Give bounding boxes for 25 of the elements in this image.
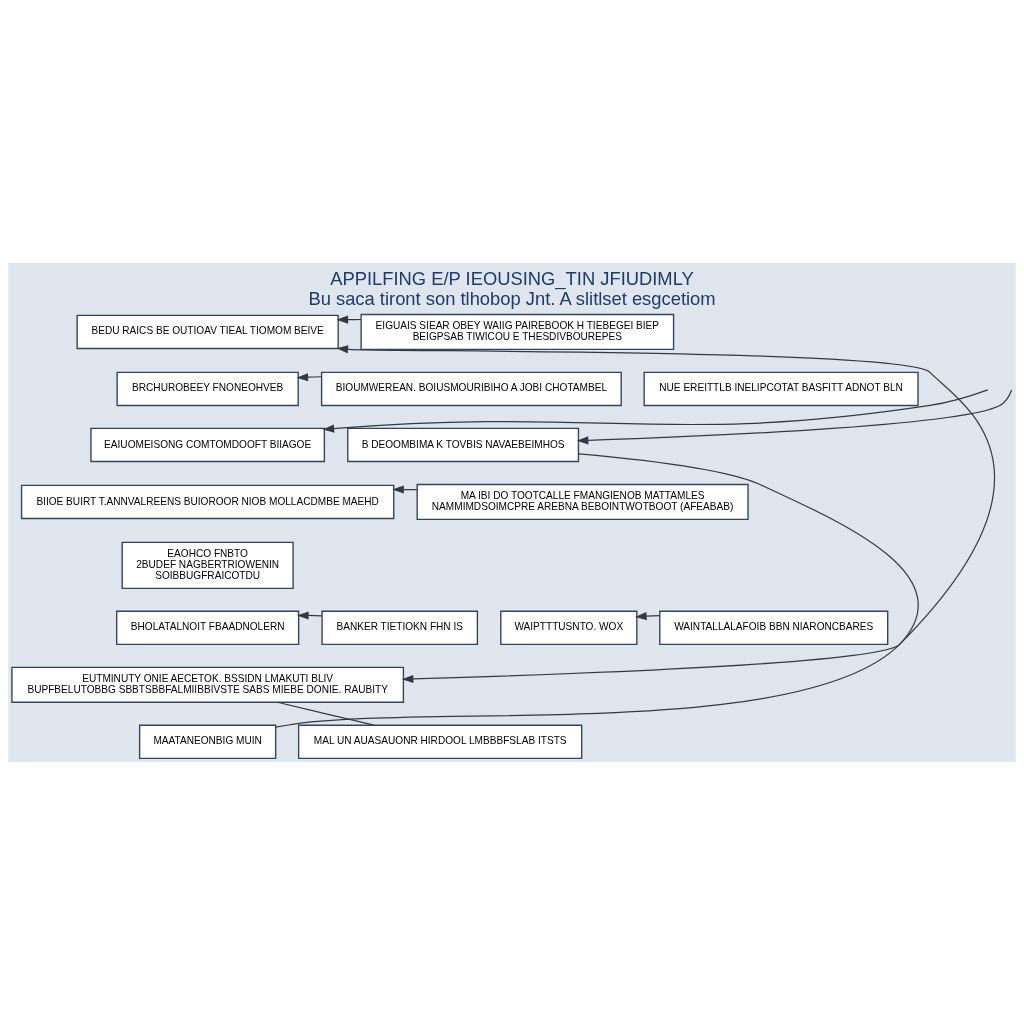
- node-box: BANKER TIETIOKN FHN IS: [321, 610, 479, 645]
- connector: [276, 701, 375, 726]
- diagram-title: APPILFING E/P IEOUSING_TIN JFIUDIMLY: [330, 267, 694, 289]
- arrow: [635, 611, 661, 620]
- node-box: EUTMINUTY ONIE AECETOK. BSSIDN LMAKUTI BLIV BUPFBELUTOBBG SBBTSBBFALMIIBBIVSTE SABS MIEBE DONIE. RAUBITY: [11, 666, 405, 703]
- arrow: [275, 344, 996, 728]
- node-box: WAIPTTTUSNTO. WOX: [500, 610, 638, 645]
- node-box: EAOHCO FNBTO 2BUDEF NAGBERTRIOWENIN SOIBBUGFRAICOTDU: [121, 541, 294, 589]
- node-box: WAINTALLALAFOIB BBN NIARONCBARES: [659, 610, 889, 645]
- arrow: [296, 372, 322, 381]
- node-box: EAIUOMEISONG COMTOMDOOFT BIIAGOE: [90, 427, 326, 462]
- node-box: BEDU RAICS BE OUTIOAV TIEAL TIOMOM BEIVE: [76, 314, 339, 349]
- node-box: B DEOOMBIMA K TOVBIS NAVAEBEIMHOS: [347, 427, 580, 462]
- node-box: EIGUAIS SIEAR OBEY WAIIG PAIREBOOK H TIEBEGEI BIEP BEIGPSAB TIWICOU E THESDIVBOUREPES: [360, 313, 675, 350]
- arrow: [576, 388, 1013, 444]
- caption: Bu saca tiront son tlhobop Jnt. A slitlset esgcetiom: [308, 287, 716, 309]
- arrow: [322, 388, 989, 433]
- node-box: MAATANEONBIG MUIN: [138, 724, 277, 759]
- node-box: MA IBI DO TOOTCALLE FMANGIENOB MATTAMLES NAMMIMDSOIMCPRE AREBNA BEBOINTWOTBOOT (AFEABAB): [416, 483, 749, 520]
- node-box: BIIOE BUIRT T.ANNVALREENS BUIOROOR NIOB MOLLACDMBE MAEHD: [20, 484, 395, 519]
- node-box: NUE EREITTLB INELIPCOTAT BASFITT ADNOT BLN: [643, 371, 919, 406]
- node-box: BIOUMWEREAN. BOIUSMOURIBIHO A JOBI CHOTAMBEL: [320, 371, 622, 406]
- node-box: BHOLATALNOIT FBAADNOLERN: [116, 610, 300, 645]
- node-box: MAL UN AUASAUONR HIRDOOL LMBBBFSLAB ITSTS: [297, 724, 583, 759]
- node-box: BRCHUROBEEY FNONEOHVEB: [116, 371, 299, 406]
